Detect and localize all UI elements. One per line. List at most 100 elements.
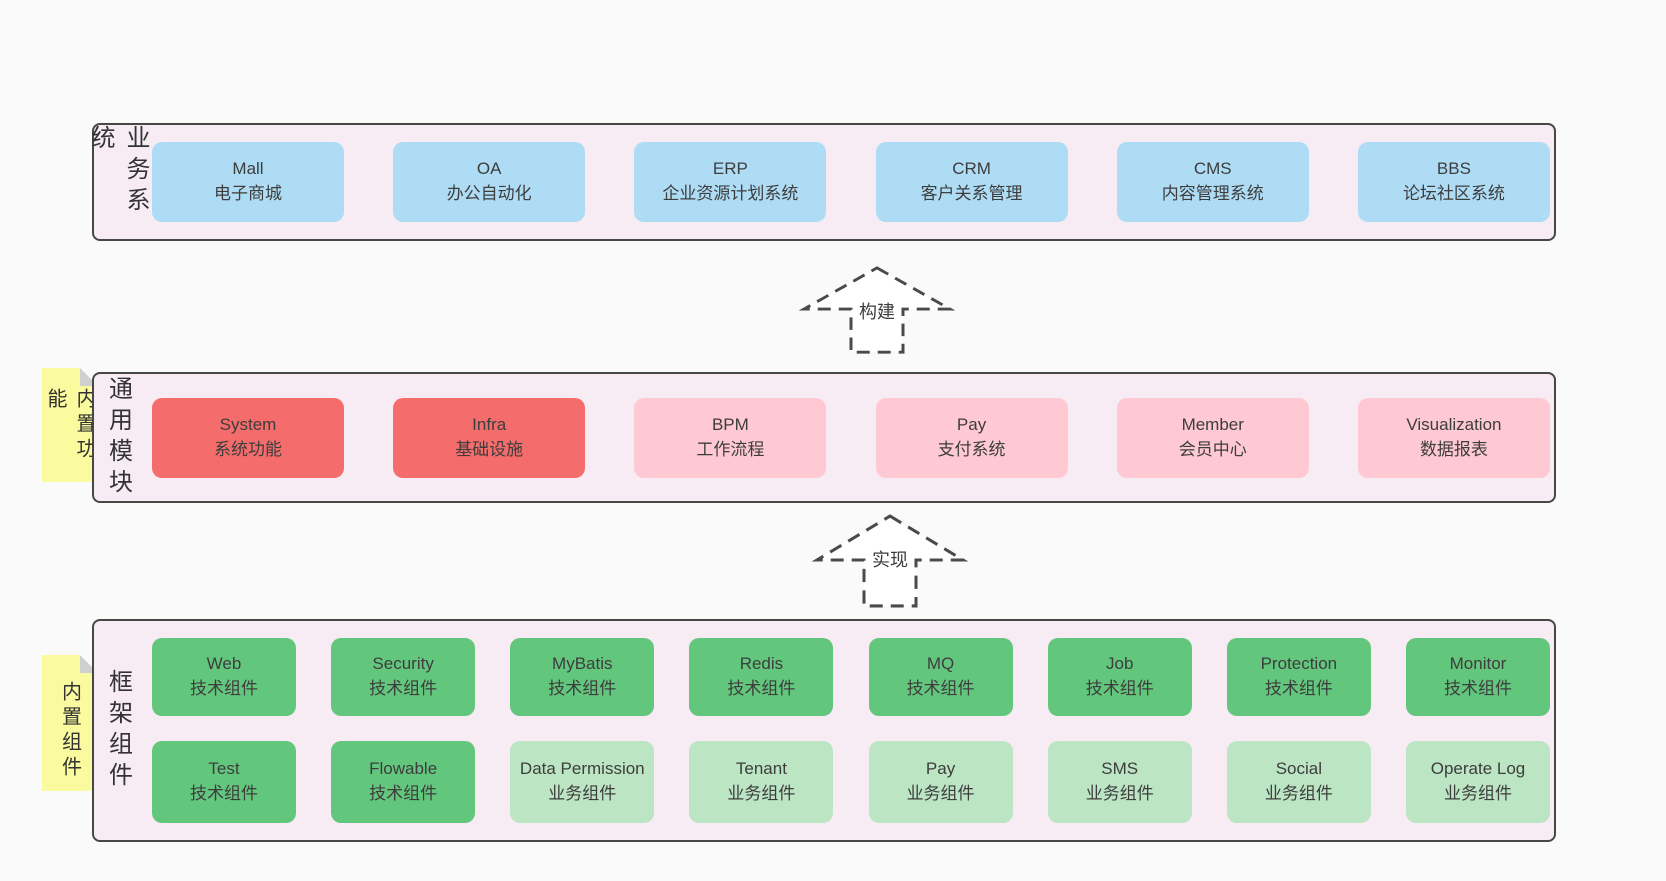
box-security: Security 技术组件: [331, 638, 476, 716]
box-monitor: Monitor 技术组件: [1405, 638, 1550, 716]
box-desc: 业务组件: [1085, 784, 1154, 803]
sticky-note-builtin-components: 内置组件: [42, 655, 98, 791]
box-pay-component: Pay 业务组件: [868, 741, 1013, 823]
box-desc: 论坛社区系统: [1402, 184, 1505, 203]
box-desc: 业务组件: [1264, 784, 1333, 803]
box-name: BBS: [1436, 159, 1471, 179]
box-desc: 业务组件: [548, 784, 617, 803]
layer-business-systems: 业务系统 Mall 电子商城 OA 办公自动化 ERP 企业资源计划系统 CRM…: [87, 123, 1556, 241]
box-data-permission: Data Permission 业务组件: [510, 741, 655, 823]
up-arrow-build: 构建: [799, 265, 955, 355]
box-desc: 工作流程: [696, 439, 765, 459]
box-name: OA: [476, 159, 502, 179]
box-desc: 业务组件: [906, 784, 975, 803]
box-name: MQ: [926, 654, 955, 674]
box-name: Tenant: [735, 759, 787, 779]
box-test: Test 技术组件: [152, 741, 296, 823]
sticky-note-label: 内置功能: [44, 388, 95, 463]
box-name: Operate Log: [1430, 759, 1526, 779]
box-pay-system: Pay 支付系统: [875, 397, 1068, 478]
box-desc: 数据报表: [1419, 439, 1488, 459]
box-name: Member: [1181, 414, 1244, 434]
box-name: Protection: [1260, 654, 1338, 674]
sticky-note-label: 内置组件: [58, 681, 81, 781]
box-desc: 内容管理系统: [1161, 184, 1264, 203]
box-name: Web: [206, 654, 242, 674]
box-bbs: BBS 论坛社区系统: [1357, 142, 1550, 222]
box-web: Web 技术组件: [152, 638, 296, 716]
box-desc: 客户关系管理: [920, 184, 1023, 203]
layer-common-modules: 通用模块 System 系统功能 Infra 基础设施 BPM 工作流程 Pay…: [92, 372, 1556, 503]
arrow-label-implement: 实现: [869, 546, 911, 572]
box-desc: 基础设施: [455, 439, 524, 459]
box-name: Monitor: [1449, 654, 1507, 674]
box-desc: 技术组件: [548, 679, 617, 698]
box-name: Security: [372, 654, 434, 674]
box-name: MyBatis: [552, 654, 613, 674]
box-name: Mall: [232, 159, 264, 179]
box-name: Redis: [739, 654, 784, 674]
box-bpm: BPM 工作流程: [634, 397, 827, 478]
box-social: Social 业务组件: [1226, 741, 1371, 823]
layer-label-framework-components: 框架组件: [104, 668, 132, 793]
box-desc: 系统功能: [214, 439, 282, 459]
box-operate-log: Operate Log 业务组件: [1405, 741, 1550, 823]
business-systems-row: Mall 电子商城 OA 办公自动化 ERP 企业资源计划系统 CRM 客户关系…: [142, 125, 1554, 239]
box-mq: MQ 技术组件: [868, 638, 1013, 716]
box-oa: OA 办公自动化: [393, 142, 586, 222]
box-sms: SMS 业务组件: [1047, 741, 1192, 823]
box-system: System 系统功能: [152, 397, 344, 478]
box-desc: 支付系统: [937, 439, 1006, 459]
box-desc: 技术组件: [1443, 679, 1512, 698]
box-member: Member 会员中心: [1116, 397, 1309, 478]
box-desc: 技术组件: [906, 679, 975, 698]
box-desc: 技术组件: [190, 784, 258, 803]
box-desc: 技术组件: [1085, 679, 1154, 698]
layer-label-common-modules: 通用模块: [104, 375, 132, 500]
box-mybatis: MyBatis 技术组件: [510, 638, 655, 716]
box-redis: Redis 技术组件: [689, 638, 834, 716]
box-desc: 电子商城: [214, 184, 282, 203]
up-arrow-implement: 实现: [812, 513, 968, 609]
box-name: System: [219, 414, 277, 434]
box-name: Flowable: [369, 759, 438, 779]
box-crm: CRM 客户关系管理: [875, 142, 1068, 222]
layer-framework-components: 框架组件 Web 技术组件 Security 技术组件 MyBatis 技术组件…: [92, 619, 1556, 842]
box-name: ERP: [712, 159, 748, 179]
box-name: Data Permission: [519, 759, 645, 779]
box-desc: 技术组件: [190, 679, 258, 698]
box-name: Job: [1105, 654, 1134, 674]
box-desc: 业务组件: [1443, 784, 1512, 803]
layer-label-business-systems: 业务系统: [87, 125, 149, 218]
box-name: CMS: [1193, 159, 1232, 179]
box-name: SMS: [1101, 759, 1139, 779]
framework-components-grid: Web 技术组件 Security 技术组件 MyBatis 技术组件 Redi…: [142, 621, 1554, 840]
box-name: BPM: [711, 414, 749, 434]
box-cms: CMS 内容管理系统: [1116, 142, 1309, 222]
arrow-label-build: 构建: [856, 298, 898, 324]
framework-components-row-2: Test 技术组件 Flowable 技术组件 Data Permission …: [152, 741, 1550, 823]
box-name: Pay: [925, 759, 956, 779]
box-desc: 业务组件: [727, 784, 796, 803]
box-visualization: Visualization 数据报表: [1357, 397, 1550, 478]
box-desc: 技术组件: [369, 784, 438, 803]
box-flowable: Flowable 技术组件: [331, 741, 476, 823]
box-name: Visualization: [1406, 414, 1502, 434]
box-tenant: Tenant 业务组件: [689, 741, 834, 823]
sticky-note-builtin-features: 内置功能: [42, 368, 98, 482]
box-name: Pay: [956, 414, 987, 434]
framework-components-row-1: Web 技术组件 Security 技术组件 MyBatis 技术组件 Redi…: [152, 638, 1550, 716]
box-protection: Protection 技术组件: [1226, 638, 1371, 716]
box-job: Job 技术组件: [1047, 638, 1192, 716]
box-desc: 技术组件: [727, 679, 796, 698]
box-desc: 技术组件: [369, 679, 438, 698]
box-name: CRM: [952, 159, 991, 179]
box-erp: ERP 企业资源计划系统: [634, 142, 827, 222]
box-infra: Infra 基础设施: [393, 397, 586, 478]
box-desc: 企业资源计划系统: [662, 184, 799, 203]
box-desc: 办公自动化: [446, 184, 532, 203]
box-name: Social: [1275, 759, 1322, 779]
box-desc: 会员中心: [1178, 439, 1247, 459]
box-mall: Mall 电子商城: [152, 142, 344, 222]
box-name: Test: [208, 759, 240, 779]
